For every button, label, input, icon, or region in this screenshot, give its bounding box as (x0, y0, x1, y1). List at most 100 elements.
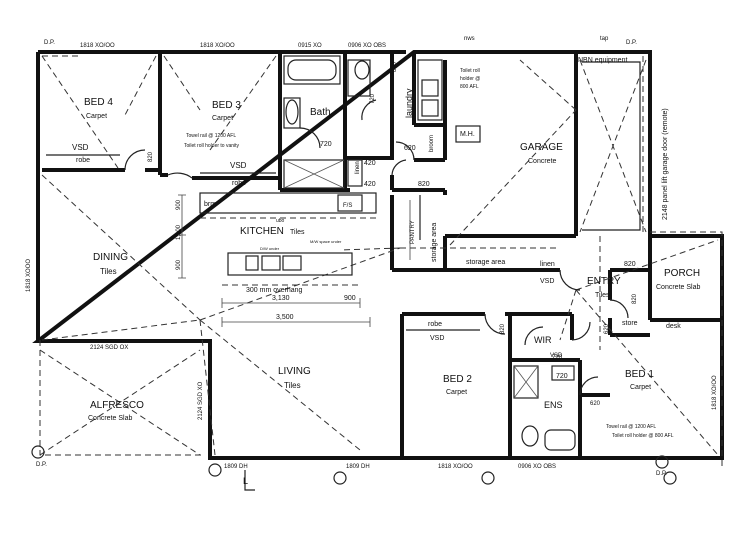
dim-window-ens: 0906 XO OBS (518, 464, 556, 470)
label-tap: tap (600, 36, 609, 42)
garage-inner-rect (582, 61, 641, 231)
fixture-labels: robe VSD robe VSD linen broom brm F/S ub… (36, 36, 681, 486)
door-720-wir: 720 (552, 355, 563, 361)
label-vsd-storage: VSD (540, 278, 554, 285)
label-robe-bed3: robe (232, 180, 246, 187)
label-vsd-bed4: VSD (72, 143, 89, 152)
room-finish-living: Tiles (284, 381, 301, 390)
room-labels: BED 4 Carpet BED 3 Carpet Bath laundry G… (84, 88, 700, 422)
markers (31, 445, 677, 491)
dimension-lines (178, 194, 371, 327)
door-720-bath: 720 (320, 141, 332, 148)
dim-3500: 3,500 (276, 314, 294, 321)
label-store: store (622, 320, 638, 327)
label-storage-area-vertical: storage area (431, 223, 438, 262)
label-toilet-roll-ens: Toilet roll holder @ 800 AFL (612, 433, 674, 439)
label-brm: brm (204, 201, 216, 208)
label-dp-top-left: D.P. (44, 40, 55, 46)
room-name-wir: WIR (534, 335, 552, 345)
room-name-alfresco: ALFRESCO (90, 400, 144, 411)
label-towel-rail-bed3: Towel rail @ 1200 AFL (186, 133, 236, 139)
room-name-bath: Bath (310, 107, 331, 118)
dim-sgd-dining: 2124 SGD OX (90, 345, 128, 351)
label-linen-bath: linen (355, 161, 361, 174)
dim-window-dining-side: 1818 XOOO (26, 259, 32, 292)
room-name-living: LIVING (278, 366, 311, 377)
label-dp-bottom-left: D.P. (36, 462, 47, 468)
dimension-labels: 1818 XO/OO 1818 XO/OO 0915 XO 0906 XO OB… (26, 43, 718, 470)
room-name-kitchen: KITCHEN (240, 226, 284, 237)
label-nbn: NBN equipment (578, 57, 627, 64)
label-toilet-roll-laundry-2: holder @ (460, 76, 480, 82)
dim-dh-right: 1809 DH (346, 464, 370, 470)
room-finish-bed4: Carpet (86, 113, 107, 120)
door-820-garage: 820 (418, 181, 430, 188)
door-620-ens: 620 (590, 401, 601, 407)
room-name-laundry: laundry (404, 88, 414, 118)
dim-dh-left: 1809 DH (224, 464, 248, 470)
room-finish-entry: Tiles (595, 292, 610, 299)
room-finish-alfresco: Concrete Slab (88, 415, 132, 422)
dim-window-bath: 0915 XO (298, 43, 322, 49)
label-garage-door: 2148 panel lift garage door (remote) (662, 108, 669, 220)
door-620-store: 620 (604, 323, 610, 334)
label-nws: nws (464, 36, 475, 42)
dim-900-a: 900 (344, 295, 356, 302)
label-toilet-roll-bed3: Toilet roll holder to vanity (184, 143, 240, 149)
door-720-wc: 720 (370, 93, 376, 104)
dim-3130: 3,130 (272, 295, 290, 302)
label-fs: F/S (343, 203, 352, 209)
room-name-bed4: BED 4 (84, 97, 113, 108)
door-820-entry: 820 (624, 261, 636, 268)
room-finish-garage: Concrete (528, 158, 557, 165)
label-vsd-bed3: VSD (230, 161, 247, 170)
dim-window-bed2: 1818 XO/OO (438, 464, 473, 470)
dim-window-wc: 0906 XO OBS (348, 43, 386, 49)
interior-walls (42, 52, 722, 458)
door-420-b: 420 (364, 181, 376, 188)
label-linen-storage: linen (540, 261, 555, 268)
room-finish-dining: Tiles (100, 267, 117, 276)
label-toilet-roll-laundry-3: 800 AFL (460, 84, 479, 90)
room-name-ens: ENS (544, 400, 563, 410)
dim-window-bed3: 1818 XO/OO (200, 43, 235, 49)
dim-sgd-alfresco: 2124 SGD XO (198, 381, 204, 420)
label-broom: broom (429, 135, 435, 152)
room-name-entry: ENTRY (587, 276, 621, 287)
room-finish-kitchen: Tiles (290, 229, 305, 236)
ensuite-fixtures (513, 365, 576, 451)
roof-lines (39, 55, 723, 470)
door-420-a: 420 (364, 160, 376, 167)
door-620-laundry: 620 (404, 145, 416, 152)
door-820-porch: 820 (632, 293, 638, 304)
label-robe-bed4: robe (76, 157, 90, 164)
room-finish-bed3: Carpet (212, 115, 233, 122)
room-name-dining: DINING (93, 252, 128, 263)
room-finish-porch: Concrete Slab (656, 284, 700, 291)
dim-900-b: 900 (176, 199, 182, 210)
room-name-bed1: BED 1 (625, 369, 654, 380)
bath-fixtures (283, 55, 371, 189)
label-ubo: ubo (276, 218, 285, 224)
label-mw-space: M/W space under (310, 239, 342, 244)
label-towel-rail-ens: Towel rail @ 1200 AFL (606, 424, 656, 430)
laundry-fixtures (417, 59, 443, 121)
door-swings (124, 99, 629, 396)
label-vsd-wir: VSD (550, 353, 563, 359)
room-name-bed3: BED 3 (212, 100, 241, 111)
room-name-garage: GARAGE (520, 142, 563, 153)
label-pantry: PANTRY (410, 220, 416, 244)
door-820-bed2: 820 (500, 323, 506, 334)
dim-window-bed4: 1818 XO/OO (80, 43, 115, 49)
label-dw-under: D/W under (260, 246, 280, 251)
room-name-porch: PORCH (664, 268, 700, 279)
door-820-wc: 820 (392, 61, 398, 72)
label-mh: M.H. (460, 131, 475, 138)
label-overhang: 300 mm overhang (246, 287, 303, 294)
label-dp-bottom-right: D.P. (656, 471, 667, 477)
label-robe-bed2: robe (428, 321, 442, 328)
label-storage-area: storage area (466, 259, 505, 266)
label-vsd-bed2: VSD (430, 335, 444, 342)
dim-1100: 1,100 (176, 224, 182, 240)
